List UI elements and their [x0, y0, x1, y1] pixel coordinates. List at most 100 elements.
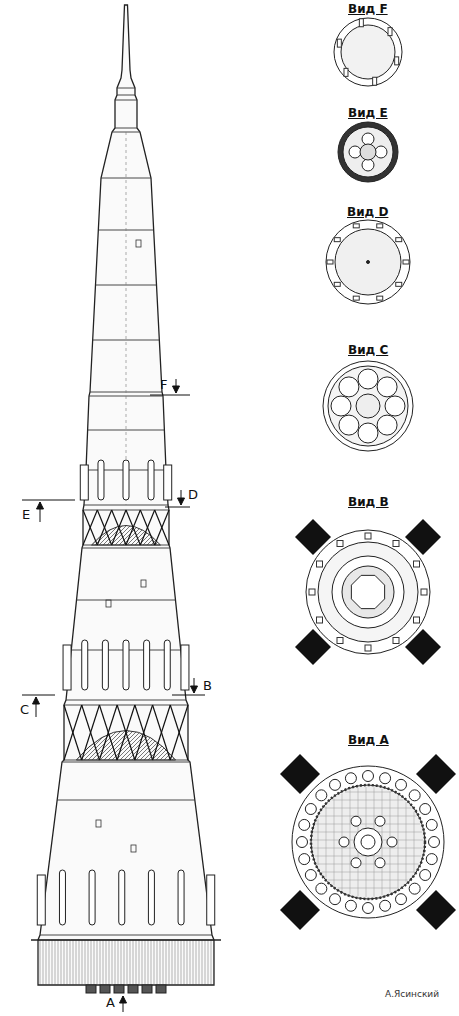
- view-title: Вид F: [346, 3, 390, 16]
- truss-strut: [82, 705, 100, 760]
- drawing-stroke: [330, 894, 341, 905]
- drawing-stroke: [77, 600, 176, 601]
- truss-strut: [112, 510, 126, 545]
- truss-strut: [117, 705, 135, 760]
- drawing-stroke: [351, 575, 384, 608]
- drawing-stroke: [342, 566, 394, 618]
- drawing-stroke: [332, 556, 404, 628]
- drawing-stroke: [341, 25, 395, 79]
- drawing-stroke: [365, 645, 371, 651]
- drawing-stroke: [117, 95, 135, 96]
- drawing-stroke: [353, 296, 359, 300]
- drawing-stroke: [309, 589, 315, 595]
- drawing-stroke: [311, 785, 425, 899]
- drawing-stroke: [359, 19, 363, 27]
- port: [136, 240, 141, 247]
- engine-nozzle: [142, 985, 152, 993]
- drawing-stroke: [367, 261, 370, 264]
- drawing-stroke: [318, 819, 319, 865]
- drawing-stroke: [409, 883, 420, 894]
- drawing-stroke: [354, 828, 382, 856]
- truss-strut: [64, 705, 82, 760]
- fairing: [123, 640, 129, 690]
- view-title: Вид A: [346, 734, 391, 747]
- drawing-stroke: [328, 366, 408, 446]
- truss-strut: [126, 510, 140, 545]
- drawing-stroke: [325, 808, 411, 809]
- drawing-stroke: [317, 617, 323, 623]
- drawing-stroke: [318, 864, 419, 865]
- drawing-stroke: [66, 700, 186, 701]
- drawing-stroke: [387, 837, 397, 847]
- drawing-stroke: [334, 799, 335, 885]
- drawing-stroke: [345, 773, 356, 784]
- drawing-stroke: [332, 800, 403, 801]
- drawing-stroke: [316, 824, 420, 825]
- drawing-stroke: [316, 790, 327, 801]
- drawing-stroke: [358, 423, 378, 443]
- drawing-stroke: [420, 804, 431, 815]
- truss-strut: [170, 705, 188, 760]
- drawing-stroke: [429, 837, 440, 848]
- rocket-body: [31, 5, 221, 993]
- drawing-stroke: [326, 806, 327, 877]
- port: [106, 600, 111, 607]
- section-letter: C: [20, 703, 29, 717]
- truss-strut: [126, 510, 140, 545]
- drawing-stroke: [380, 773, 391, 784]
- truss-strut: [97, 510, 111, 545]
- drawing-stroke: [57, 800, 195, 801]
- truss-strut: [83, 510, 97, 545]
- drawing-stroke: [82, 548, 170, 549]
- truss-strut: [135, 705, 153, 760]
- section-letter: E: [22, 508, 30, 522]
- section-markers: [22, 379, 205, 1012]
- drawing-stroke: [318, 542, 418, 642]
- fairing: [98, 460, 104, 500]
- drawing-stroke: [93, 340, 160, 341]
- drawing-stroke: [388, 28, 392, 36]
- drawing-stroke: [334, 282, 340, 286]
- fairing: [144, 640, 150, 690]
- fairing: [59, 870, 65, 925]
- section-letter: A: [106, 996, 115, 1010]
- rocket-outline: [38, 5, 214, 985]
- drawing-stroke: [299, 819, 310, 830]
- drawing-stroke: [337, 39, 341, 47]
- truss-strut: [99, 705, 117, 760]
- drawing-stroke: [327, 260, 333, 264]
- drawing-stroke: [377, 415, 397, 435]
- drawing-stroke: [172, 695, 205, 696]
- drawing-stroke: [339, 377, 359, 397]
- drawing-stroke: [345, 792, 391, 793]
- drawing-stroke: [292, 766, 444, 918]
- drawing-stroke: [380, 900, 391, 911]
- drawing-stroke: [62, 762, 190, 763]
- drawing-stroke: [377, 377, 397, 397]
- arrowhead: [173, 386, 180, 393]
- drawing-stroke: [117, 88, 135, 89]
- drawing-stroke: [338, 888, 398, 889]
- drawing-stroke: [328, 880, 408, 881]
- fairing: [123, 460, 129, 500]
- drawing-stroke: [396, 894, 407, 905]
- drawing-stroke: [403, 260, 409, 264]
- drawing-stroke: [330, 779, 341, 790]
- drawing-stroke: [40, 935, 212, 936]
- drawing-stroke: [375, 858, 385, 868]
- arrowhead: [120, 996, 127, 1003]
- truss-strut: [83, 510, 97, 545]
- drawing-stroke: [337, 541, 343, 547]
- fairing: [119, 870, 125, 925]
- drawing-stroke: [351, 816, 361, 826]
- truss-strut: [140, 510, 154, 545]
- drawing-stroke: [398, 796, 399, 888]
- drawing-stroke: [362, 159, 374, 171]
- drawing-stroke: [297, 837, 308, 848]
- truss-strut: [97, 510, 111, 545]
- drawing-stroke: [343, 127, 393, 177]
- drawing-stroke: [64, 705, 188, 706]
- drawing-stroke: [322, 872, 414, 873]
- drawing-stroke: [377, 296, 383, 300]
